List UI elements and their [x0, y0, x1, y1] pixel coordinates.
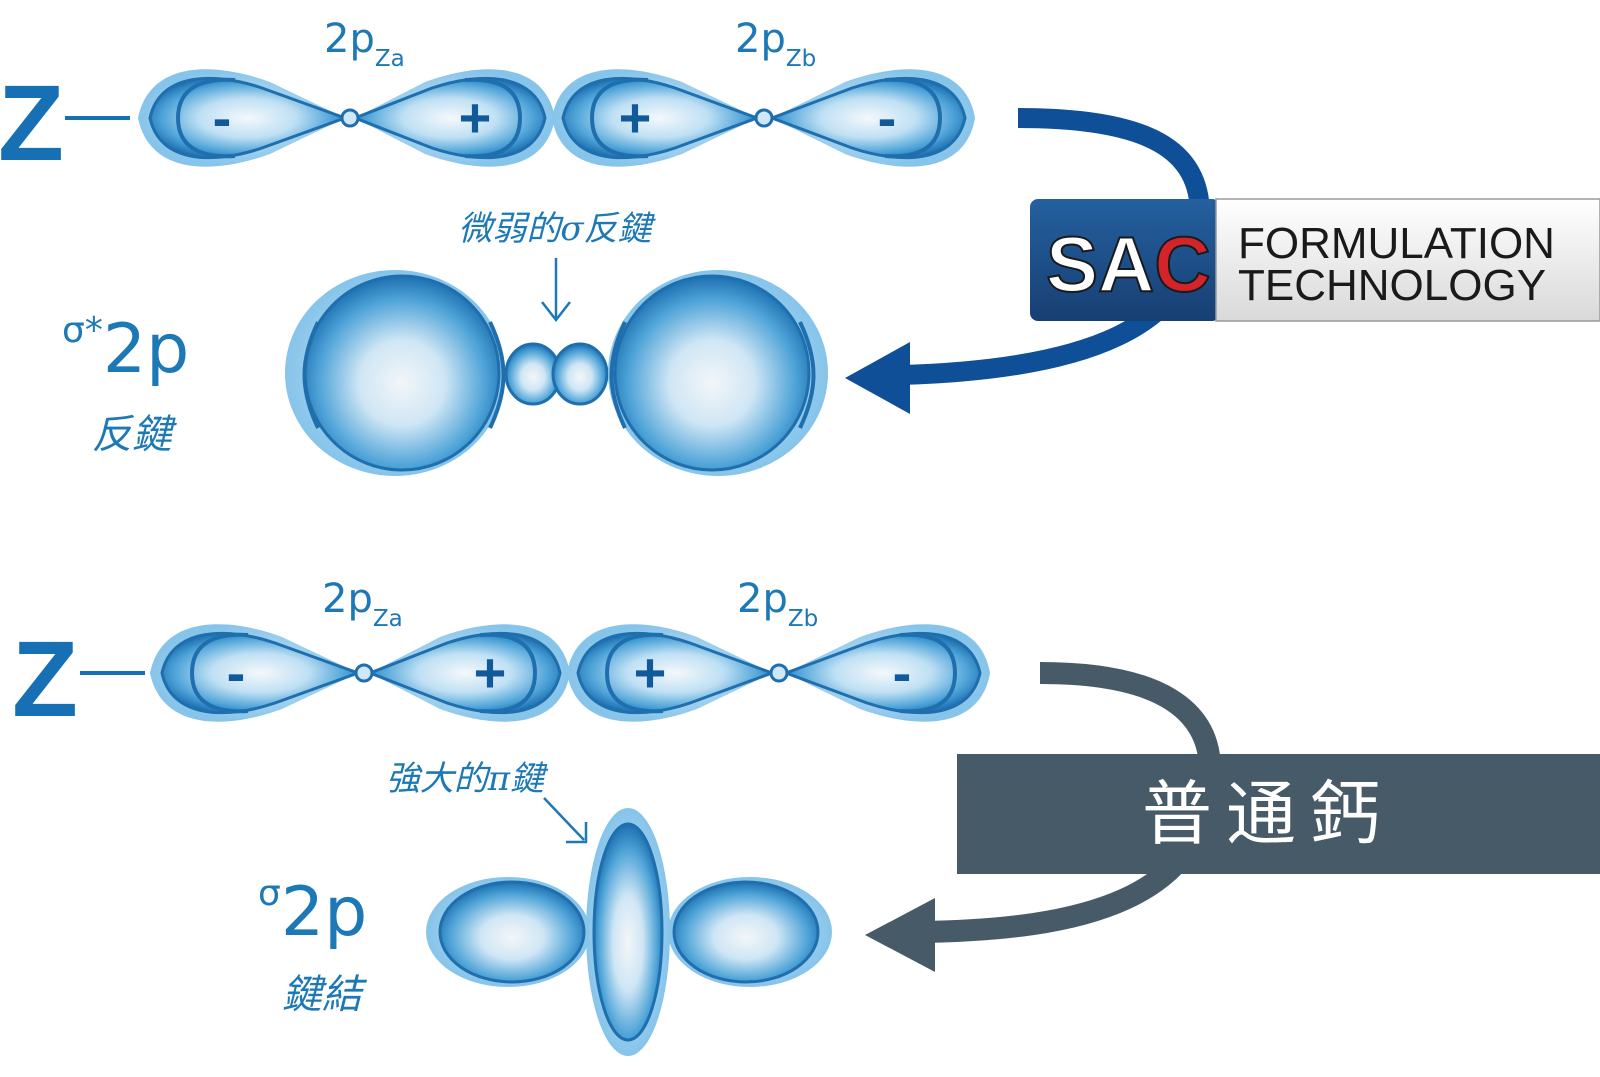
bottom-sign-4: -: [893, 641, 912, 704]
normal-arrowhead: [865, 898, 935, 972]
top-sign-1: -: [213, 86, 232, 149]
normal-badge-block: [957, 754, 1600, 874]
bond-mo-label: σ2p: [258, 873, 367, 952]
bottom-lobe-3: [567, 624, 777, 722]
top-sign-3: +: [619, 86, 652, 149]
sac-arrowhead: [845, 342, 910, 414]
bottom-nucleus-b: [769, 663, 789, 683]
antibond-right-sphere: [608, 270, 828, 476]
top-z-axis-label: Z: [0, 62, 64, 183]
bottom-nucleus-a: [354, 663, 374, 683]
antibond-mo-label: σ*2p: [62, 310, 189, 389]
bottom-sign-2: +: [474, 641, 507, 704]
top-section: Z - + + -: [0, 16, 975, 183]
top-nucleus-a: [340, 108, 360, 128]
bond-vertical-lobe: [586, 808, 670, 1056]
top-lobe-4: [767, 69, 975, 167]
bottom-lobe-2: [365, 624, 570, 722]
bottom-orbital-b-label: 2pZb: [737, 576, 818, 632]
top-lobe-1: [138, 69, 350, 167]
bottom-z-axis-label: Z: [12, 618, 78, 739]
bottom-mo-section: 強大的π鍵 σ2p 鍵結: [258, 759, 832, 1056]
top-sign-2: +: [459, 86, 492, 149]
bottom-lobe-4: [781, 624, 990, 722]
sac-logo-letters: SAC: [1046, 220, 1211, 308]
top-nucleus-b: [754, 108, 774, 128]
top-sign-4: -: [878, 86, 897, 149]
bottom-sign-3: +: [634, 641, 667, 704]
top-lobe-2: [350, 69, 555, 167]
top-lobe-3: [552, 69, 762, 167]
sac-badge-line2: TECHNOLOGY: [1238, 261, 1546, 310]
sac-badge-text-block: [1215, 198, 1600, 322]
annotation-arrow-bottom: [543, 797, 585, 841]
sac-badge-line1: FORMULATION: [1238, 219, 1555, 268]
bond-right-lobe: [668, 877, 832, 987]
normal-calcium-badge: 普通鈣: [957, 754, 1600, 874]
antibond-caption: 反鍵: [92, 412, 177, 458]
sac-formulation-badge: SAC FORMULATION TECHNOLOGY: [1030, 198, 1600, 322]
bottom-section: Z - + + -: [12, 576, 990, 739]
antibond-left-sphere: [285, 270, 506, 476]
bond-left-lobe: [426, 877, 590, 987]
normal-badge-text: 普通鈣: [1142, 773, 1394, 855]
bottom-orbital-a-label: 2pZa: [322, 576, 403, 632]
top-orbital-a-label: 2pZa: [324, 16, 405, 72]
top-orbital-b-label: 2pZb: [735, 16, 816, 72]
sac-badge-navy-block: [1030, 199, 1220, 321]
top-mo-section: 微弱的σ反鍵 σ*2p 反鍵: [62, 209, 828, 476]
bond-caption: 鍵結: [282, 972, 368, 1018]
antibond-small-lobe-right: [551, 342, 609, 406]
bottom-sign-1: -: [227, 641, 246, 704]
weak-antibond-annotation: 微弱的σ反鍵: [458, 209, 656, 249]
strong-pi-annotation: 強大的π鍵: [386, 759, 549, 799]
bottom-lobe-1: [150, 624, 363, 722]
